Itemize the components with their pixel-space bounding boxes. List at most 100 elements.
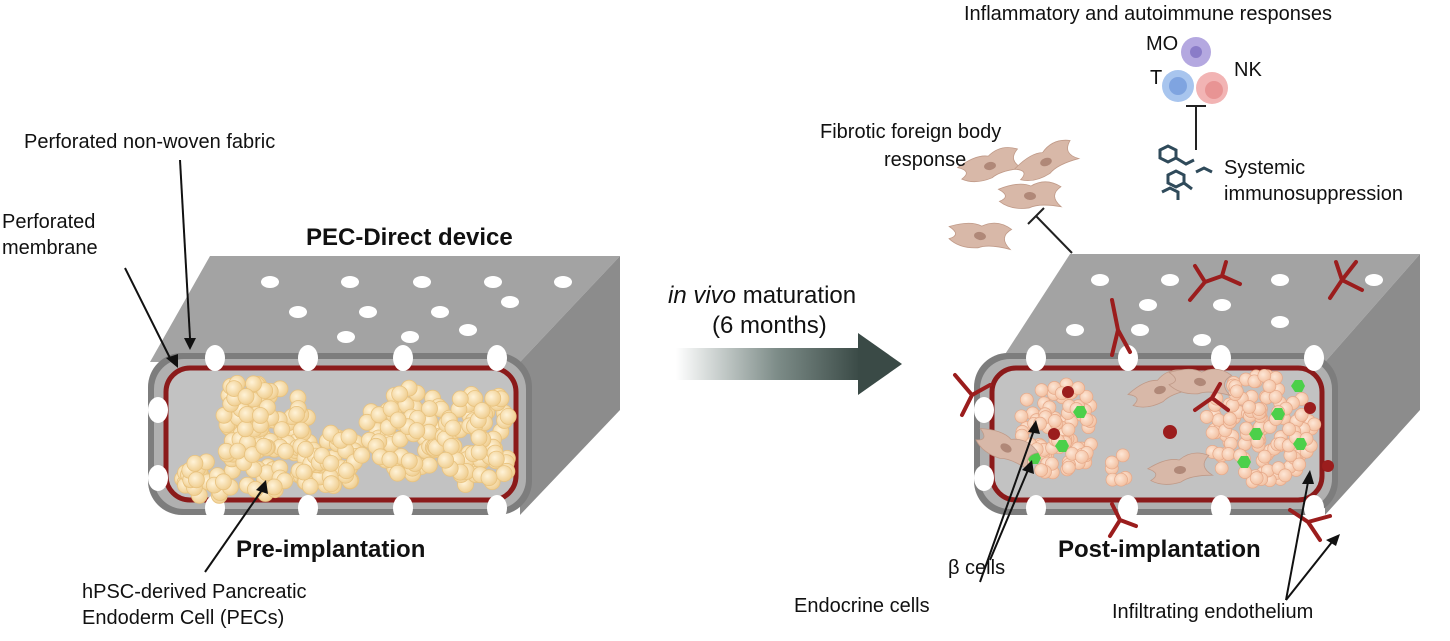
vessel-icons: [953, 260, 1364, 542]
pore-hole: [554, 276, 572, 288]
endocrine-cell: [1242, 400, 1256, 414]
edge-pore: [487, 345, 507, 371]
pec-cell: [444, 419, 462, 437]
pore-hole: [1066, 324, 1084, 336]
immuno-label-line2: immunosuppression: [1224, 183, 1403, 205]
post-implantation-label: Post-implantation: [1058, 536, 1261, 563]
red-cell: [1304, 402, 1316, 414]
endocrine-cell: [1223, 412, 1237, 426]
pore-hole: [1365, 274, 1383, 286]
maturation-italic: in vivo: [668, 282, 737, 309]
right-device-side: [1325, 254, 1420, 515]
pec-cell: [265, 478, 283, 496]
pecs-label-line2: Endoderm Cell (PECs): [82, 607, 285, 629]
beta-cell: [1271, 408, 1285, 420]
edge-pore: [393, 495, 413, 521]
pore-hole: [1213, 299, 1231, 311]
pec-cell: [288, 405, 306, 423]
pec-cell: [480, 469, 498, 487]
pec-cell: [297, 440, 315, 458]
maturation-label: in vivo maturation: [668, 282, 856, 310]
edge-pore: [1118, 495, 1138, 521]
left-device: [148, 256, 620, 521]
pore-hole: [459, 324, 477, 336]
pore-hole: [1139, 299, 1157, 311]
pec-cell: [292, 421, 310, 439]
pec-cell: [243, 446, 261, 464]
pec-cell: [389, 464, 407, 482]
endocrine-cell: [1048, 414, 1062, 428]
pec-cell: [400, 452, 418, 470]
pec-cell: [495, 465, 513, 483]
endocrine-cell: [1221, 447, 1236, 461]
maturation-duration: (6 months): [712, 312, 827, 339]
beta-cell: [1055, 440, 1069, 452]
endocrine-cell: [1034, 463, 1049, 477]
pec-cell: [295, 463, 313, 481]
edge-pore: [1304, 345, 1324, 371]
endocrine-cell: [1199, 410, 1214, 424]
pore-hole: [1131, 324, 1149, 336]
t-label: T: [1150, 67, 1163, 89]
pore-hole: [484, 276, 502, 288]
beta-cells-label: β cells: [948, 557, 1006, 579]
pore-hole: [431, 306, 449, 318]
pec-cell: [484, 389, 502, 407]
pec-cell: [229, 442, 247, 460]
membrane-label-line1: Perforated: [2, 211, 96, 233]
pore-hole: [289, 306, 307, 318]
edge-pore: [148, 465, 168, 491]
pore-hole: [413, 276, 431, 288]
beta-cell: [1237, 456, 1251, 468]
pore-hole: [1161, 274, 1179, 286]
pore-hole: [401, 331, 419, 343]
immuno-label-line1: Systemic: [1224, 157, 1306, 179]
pec-cell: [421, 400, 438, 418]
device-title: PEC-Direct device: [306, 224, 513, 251]
left-top-holes: [261, 276, 572, 343]
pointer-arrows: [124, 159, 1340, 601]
fibrotic-label-line2: response: [884, 149, 967, 171]
edge-pore: [298, 345, 318, 371]
red-cell: [1322, 460, 1334, 472]
pec-cell: [389, 411, 407, 429]
pore-hole: [359, 306, 377, 318]
endocrine-cell: [1294, 408, 1309, 422]
fabric-label: Perforated non-woven fabric: [24, 131, 276, 153]
edge-pore: [1026, 345, 1046, 371]
edge-pore: [205, 345, 225, 371]
fibroblast-icon: [1146, 452, 1215, 485]
edge-pore: [298, 495, 318, 521]
edge-pore: [393, 345, 413, 371]
endocrine-cell: [1257, 449, 1272, 464]
pec-cell: [225, 380, 243, 398]
left-edge-holes: [148, 345, 507, 521]
endocrine-cell: [1214, 461, 1229, 476]
beta-cell: [1249, 428, 1263, 440]
right-top-holes: [1066, 274, 1383, 346]
endocrine-cell: [1079, 389, 1094, 404]
pore-hole: [261, 276, 279, 288]
endocrine-cell: [1205, 425, 1220, 440]
pec-cell: [470, 443, 488, 461]
endocrine-cell: [1074, 449, 1089, 464]
pec-cell: [322, 454, 340, 472]
pore-hole: [1271, 316, 1289, 328]
pec-cell: [301, 477, 319, 495]
edge-pore: [1211, 345, 1231, 371]
beta-cell: [1073, 406, 1087, 418]
pec-cell: [408, 422, 426, 440]
right-cell-clusters: [1014, 368, 1334, 489]
immune-cells: [1162, 37, 1228, 150]
right-edge-holes: [974, 345, 1324, 521]
edge-pore: [1026, 495, 1046, 521]
pec-cell: [391, 385, 409, 403]
edge-pore: [974, 397, 994, 423]
endocrine-cell: [1249, 471, 1264, 485]
pec-cell: [237, 388, 255, 405]
beta-cell: [1291, 380, 1305, 392]
pec-cell: [451, 390, 469, 408]
pec-cell: [214, 473, 232, 491]
